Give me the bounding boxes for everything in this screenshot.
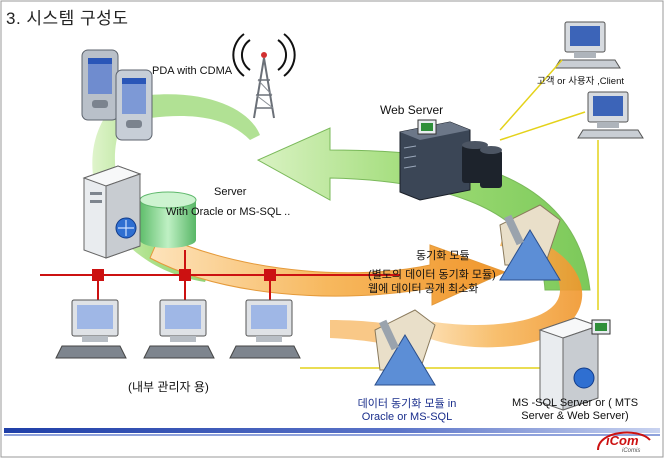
label-ms-sql: MS -SQL Server or ( MTS Server & Web Ser… <box>500 397 650 423</box>
label-internal-admin: (내부 관리자 용) <box>128 380 209 394</box>
label-server-db: With Oracle or MS-SQL .. <box>166 206 291 218</box>
db-cylinder <box>140 200 196 248</box>
orange-flow-right <box>410 230 583 348</box>
label-web-server: Web Server <box>380 103 444 117</box>
client-pc-icon-2 <box>577 91 644 139</box>
ms-sql-server-icon <box>538 317 611 411</box>
link-client-2 <box>499 111 586 141</box>
logo-text: iCom <box>606 433 639 448</box>
logo-subtext: iComis <box>622 448 641 454</box>
admin-pc-icon-2 <box>143 299 215 359</box>
icom-logo <box>597 431 651 451</box>
label-server: Server <box>214 186 247 198</box>
cell-tower-icon <box>232 33 296 119</box>
bottom-bar <box>4 428 660 433</box>
admin-pc-icon-3 <box>229 299 301 359</box>
label-pda: PDA with CDMA <box>152 65 233 77</box>
label-sync-desc-2: 웹에 데이터 공개 최소화 <box>368 283 479 295</box>
label-sync-module: 동기화 모듈 <box>416 250 470 262</box>
label-db-sync-2: Oracle or MS-SQL <box>361 411 453 423</box>
web-server-icon <box>399 119 502 201</box>
green-flow-arc <box>150 94 260 140</box>
pda-icon <box>81 49 153 141</box>
label-ms-sql-2: Server & Web Server) <box>521 410 629 422</box>
client-pc-icon-1 <box>554 21 621 69</box>
label-ms-sql-1: MS -SQL Server or ( MTS <box>511 397 639 409</box>
admin-pc-icon-1 <box>55 299 127 359</box>
orange-flow-arrow <box>149 234 507 306</box>
bottom-bar-thin <box>4 434 660 436</box>
label-db-sync: 데이터 동기화 모듈 in Oracle or MS-SQL <box>352 398 462 424</box>
sync-tool-icon-upper <box>499 204 561 281</box>
label-sync-desc-1: (별도의 데이터 동기화 모듈) <box>368 269 496 281</box>
label-client: 고객 or 사용자 ,Client <box>537 76 624 87</box>
label-db-sync-1: 데이터 동기화 모듈 in <box>357 398 457 410</box>
link-client-1 <box>499 59 563 131</box>
page-title: 3. 시스템 구성도 <box>6 9 129 28</box>
server-icon <box>82 165 142 259</box>
sync-tool-icon-lower <box>374 309 436 386</box>
internal-network <box>40 250 400 300</box>
